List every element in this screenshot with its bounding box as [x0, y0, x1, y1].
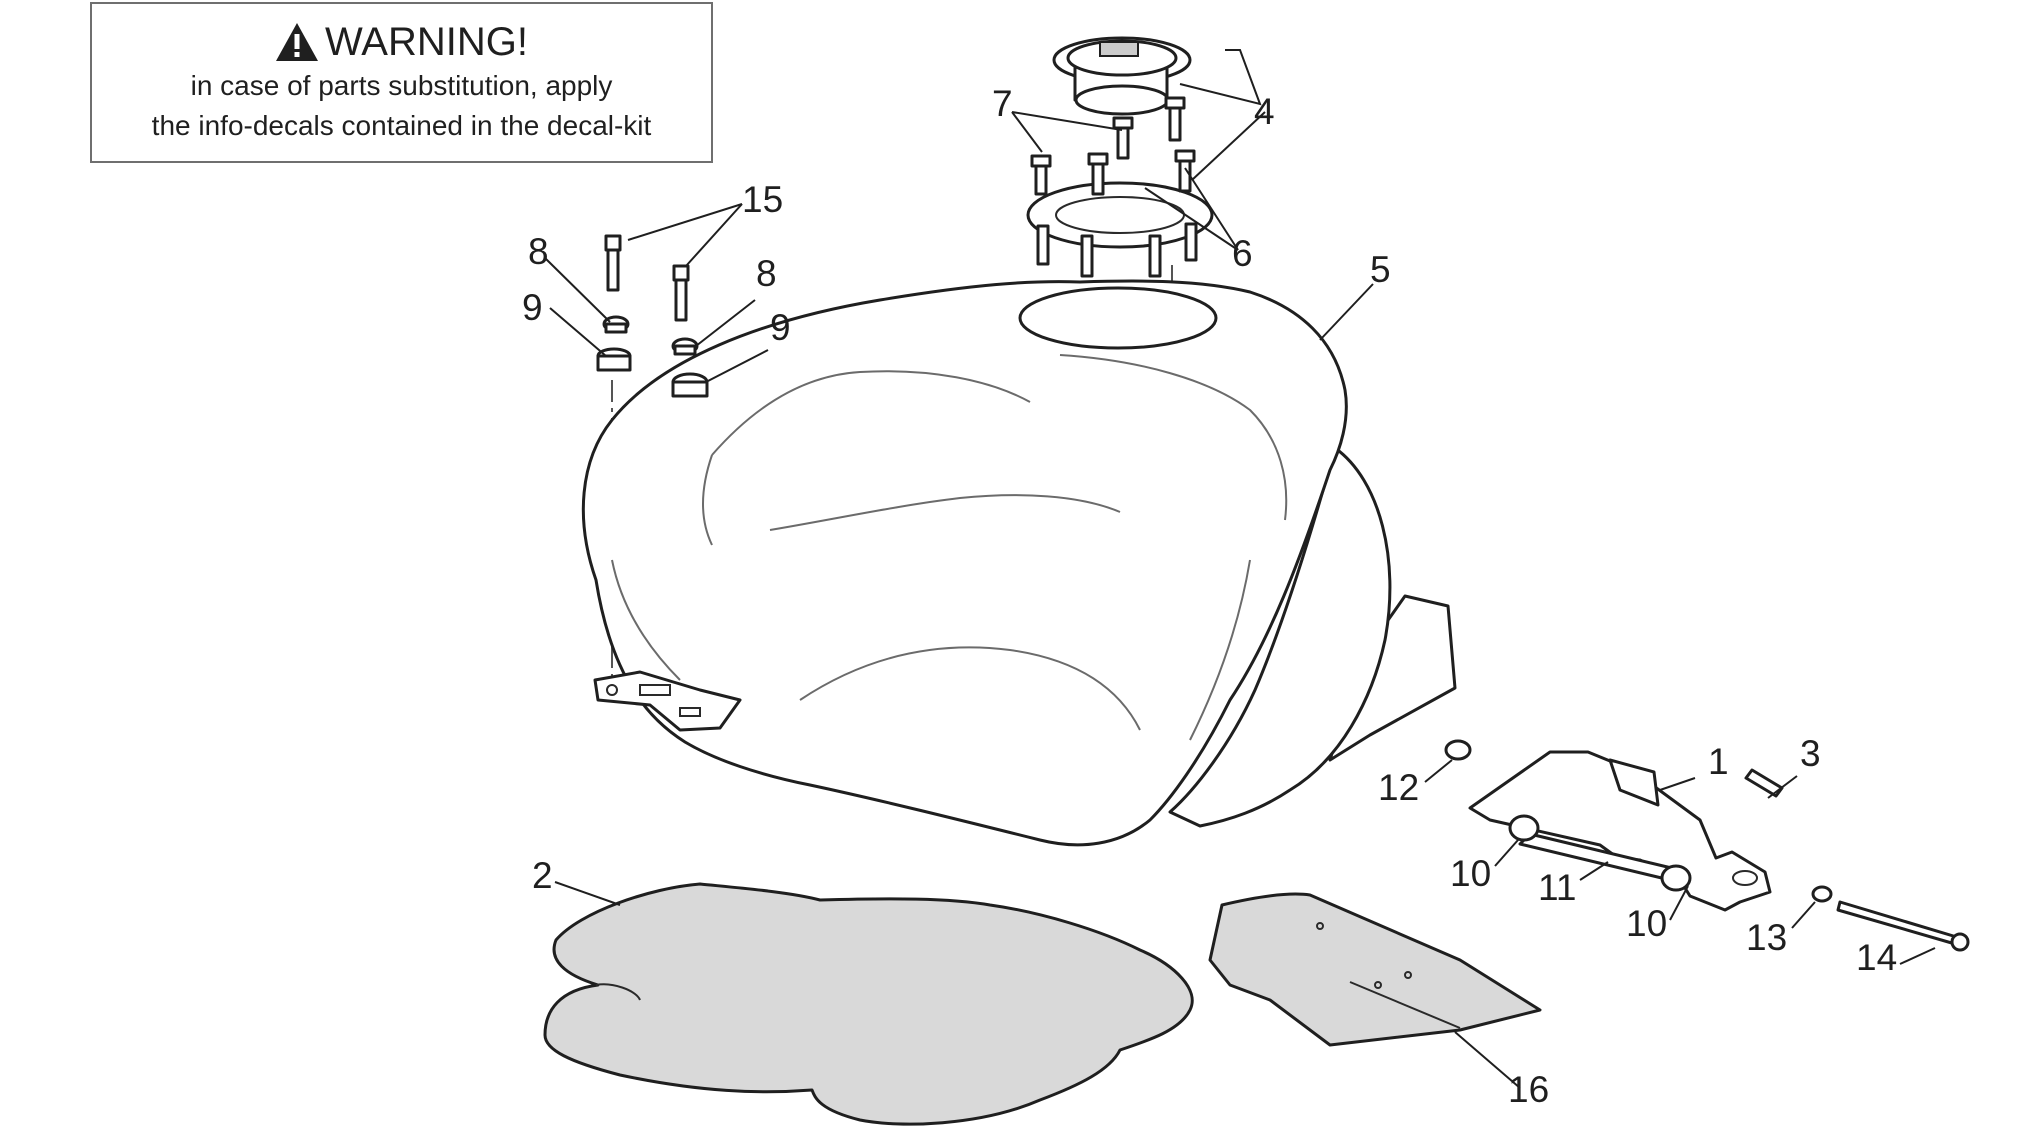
rear-mounting-bracket [1444, 739, 1970, 952]
callout-10-left: 10 [1450, 853, 1491, 894]
warning-box: WARNING! in case of parts substitution, … [90, 2, 713, 163]
callout-2: 2 [532, 855, 553, 896]
tank-pad [543, 882, 1194, 1126]
leader-lines [544, 49, 1936, 1089]
callout-9-left: 9 [522, 287, 543, 328]
callout-11: 11 [1538, 867, 1576, 908]
callout-13: 13 [1746, 917, 1787, 958]
tank-filler-opening [1018, 286, 1218, 350]
callout-4: 4 [1254, 91, 1275, 132]
filler-cap [1052, 36, 1192, 116]
callout-6: 6 [1232, 233, 1253, 274]
fuel-tank [581, 279, 1457, 847]
tank-front-bracket [593, 670, 742, 732]
warning-text-line-1: in case of parts substitution, apply [190, 70, 613, 101]
callout-1: 1 [1708, 741, 1729, 782]
callout-8-left: 8 [528, 231, 549, 272]
callout-3: 3 [1800, 733, 1821, 774]
callout-7: 7 [992, 83, 1013, 124]
callout-15: 15 [742, 179, 783, 220]
callout-16: 16 [1508, 1069, 1549, 1110]
warning-text-line-2: the info-decals contained in the decal-k… [151, 110, 652, 141]
heat-shield-cover [1208, 892, 1542, 1047]
callout-labels: 1 2 3 4 5 6 7 8 8 9 9 10 10 11 12 13 14 … [522, 83, 1897, 1110]
filler-ring-screws [1030, 96, 1196, 196]
filler-mounting-ring [1026, 181, 1214, 278]
callout-5: 5 [1370, 249, 1391, 290]
warning-triangle-icon [276, 23, 319, 61]
callout-14: 14 [1856, 937, 1897, 978]
tank-body [581, 279, 1348, 847]
tank-rear-extension [1328, 594, 1457, 762]
callout-9-right: 9 [770, 307, 791, 348]
warning-title-row: WARNING! [92, 18, 711, 66]
callout-10-right: 10 [1626, 903, 1667, 944]
callout-12: 12 [1378, 767, 1419, 808]
warning-title: WARNING! [325, 20, 528, 64]
tank-right-lower-panel [1168, 446, 1392, 828]
callout-8-right: 8 [756, 253, 777, 294]
